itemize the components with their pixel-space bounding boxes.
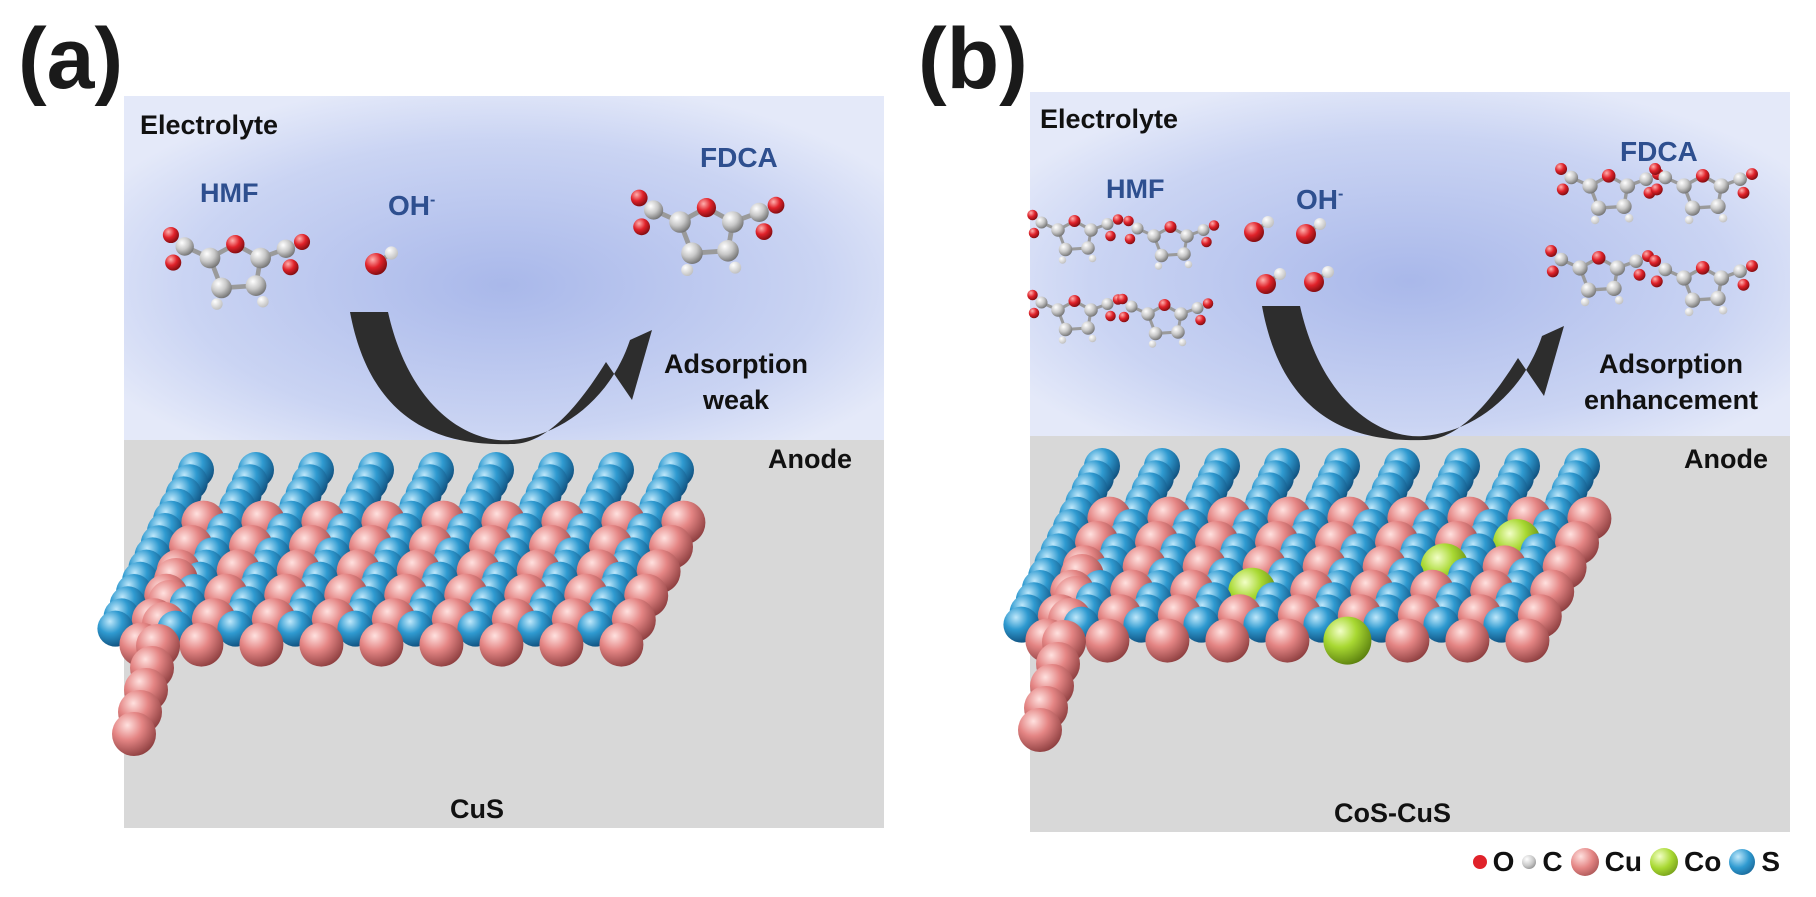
cu-atom	[1265, 618, 1310, 663]
reaction-arrow-b	[1262, 306, 1564, 441]
fdca-molecule	[1555, 163, 1664, 225]
hmf-molecule	[162, 226, 311, 310]
oh-base-b: OH	[1296, 184, 1338, 215]
reactant-label-b: HMF	[1106, 174, 1165, 204]
cu-atom	[239, 622, 284, 667]
adsorption-label-a: Adsorption weak	[664, 346, 808, 418]
legend-item-cu: Cu	[1570, 846, 1642, 878]
fdca-molecule	[1649, 163, 1758, 225]
oh-label-b: OH-	[1296, 184, 1343, 216]
reaction-arrow-a	[350, 312, 652, 445]
hydroxide-ion	[1304, 266, 1334, 292]
product-label-b: FDCA	[1620, 136, 1698, 167]
legend-item-s: S	[1729, 846, 1780, 878]
cu-atom	[539, 622, 584, 667]
oh-label-a: OH-	[388, 190, 435, 222]
molecules-b	[1027, 163, 1758, 348]
legend-swatch-s	[1729, 849, 1756, 875]
panel-b	[1003, 92, 1790, 832]
legend-item-c: C	[1522, 846, 1563, 878]
hmf-molecule	[1027, 209, 1124, 264]
hydroxide-ion	[1296, 218, 1326, 244]
anode-label-a: Anode	[768, 444, 852, 474]
cu-atom	[419, 622, 464, 667]
legend-swatch-co	[1649, 848, 1678, 876]
adsorption-line1-b: Adsorption	[1599, 349, 1744, 379]
legend-label-cu: Cu	[1604, 846, 1642, 877]
cu-atom	[1505, 618, 1550, 663]
cu-atom	[599, 622, 644, 667]
cu-atom	[1445, 618, 1490, 663]
adsorption-line1-a: Adsorption	[664, 349, 808, 379]
cus-lattice	[97, 452, 706, 756]
adsorption-line2-a: weak	[702, 385, 770, 415]
electrolyte-region-a	[124, 96, 884, 440]
hydroxide-ion	[365, 246, 398, 275]
material-label-b: CoS-CuS	[1334, 798, 1451, 828]
cu-atom	[1085, 618, 1130, 663]
cu-atom	[299, 622, 344, 667]
legend-swatch-o	[1472, 855, 1487, 869]
legend-label-o: O	[1492, 846, 1515, 877]
cu-atom	[112, 712, 156, 756]
panel-label-a: (a)	[18, 11, 124, 107]
legend-swatch-c	[1522, 855, 1537, 869]
product-label-a: FDCA	[700, 142, 778, 173]
material-label-a: CuS	[450, 794, 504, 824]
element-legend: O C Cu Co S	[1465, 846, 1780, 878]
legend-item-co: Co	[1649, 846, 1722, 878]
panel-a	[97, 96, 884, 828]
molecules-a	[162, 189, 785, 310]
cu-atom	[179, 622, 224, 667]
legend-swatch-cu	[1570, 848, 1599, 876]
adsorption-label-b: Adsorption enhancement	[1584, 346, 1758, 418]
hmf-molecule	[1123, 215, 1220, 270]
fdca-molecule	[1649, 255, 1758, 317]
cu-atom	[1145, 618, 1190, 663]
hmf-molecule	[1027, 289, 1124, 344]
cu-atom	[479, 622, 524, 667]
electrolyte-label-b: Electrolyte	[1040, 104, 1179, 134]
legend-label-s: S	[1761, 846, 1780, 877]
oh-charge-a: -	[430, 191, 436, 209]
anode-label-b: Anode	[1684, 444, 1768, 474]
hydroxide-ion	[1244, 216, 1274, 242]
fdca-molecule	[1545, 245, 1654, 307]
legend-label-c: C	[1542, 846, 1563, 877]
co-atom	[1323, 616, 1372, 665]
electrolyte-label-a: Electrolyte	[140, 110, 279, 140]
hmf-molecule	[1117, 293, 1214, 348]
cos-cus-lattice	[1003, 448, 1612, 752]
cu-atom	[1018, 708, 1062, 752]
panel-label-b: (b)	[918, 11, 1028, 107]
reactant-label-a: HMF	[200, 178, 259, 208]
legend-item-o: O	[1472, 846, 1515, 878]
legend-label-co: Co	[1683, 846, 1722, 877]
oh-base-a: OH	[388, 190, 430, 221]
cu-atom	[1385, 618, 1430, 663]
cu-atom	[359, 622, 404, 667]
oh-charge-b: -	[1338, 185, 1344, 203]
cu-atom	[1205, 618, 1250, 663]
hydroxide-ion	[1256, 268, 1286, 294]
adsorption-line2-b: enhancement	[1584, 385, 1759, 415]
fdca-molecule	[630, 189, 785, 276]
